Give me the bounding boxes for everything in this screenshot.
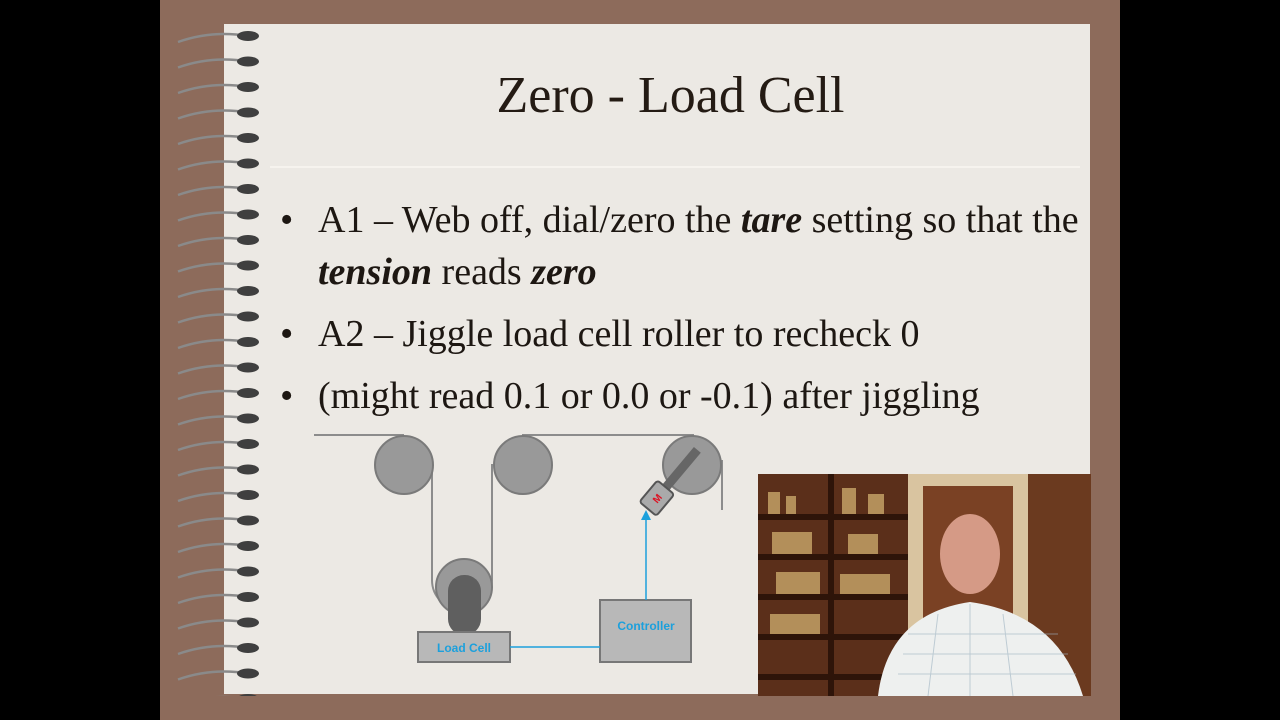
- presenter-video-icon: [758, 474, 1091, 696]
- spiral-hole: [237, 311, 259, 322]
- spiral-hole: [237, 413, 259, 424]
- spiral-hole: [237, 260, 259, 271]
- spiral-hole: [237, 362, 259, 373]
- spiral-hole: [237, 668, 259, 679]
- spiral-hole: [237, 184, 259, 194]
- presenter-video: [758, 474, 1091, 696]
- bullet-dot: •: [280, 199, 294, 241]
- emphasis-tare: tare: [740, 199, 803, 241]
- spiral-hole: [237, 107, 259, 118]
- bullet-text: (might read 0.1 or 0.0 or -0.1) after ji…: [318, 375, 980, 417]
- spiral-hole: [237, 56, 259, 67]
- spiral-binding-icon: [177, 31, 259, 696]
- slide-title: Zero - Load Cell: [496, 67, 845, 124]
- bullet-item-a1: • A1 – Web off, dial/zero the tare setti…: [280, 194, 1080, 298]
- bullet-list: • A1 – Web off, dial/zero the tare setti…: [280, 194, 1080, 422]
- spiral-hole: [237, 31, 259, 41]
- arrow-head-icon: [641, 510, 651, 520]
- spiral-hole: [237, 464, 259, 475]
- spiral-hole: [237, 566, 259, 577]
- title-divider: [270, 166, 1080, 168]
- bullet-item-a2: • A2 – Jiggle load cell roller to rechec…: [280, 308, 1080, 360]
- bullet-text: A1 – Web off, dial/zero the: [318, 199, 741, 241]
- spiral-hole: [237, 158, 259, 169]
- controller-label: Controller: [617, 619, 675, 633]
- load-cell-post: [448, 575, 481, 635]
- bullet-item-note: • (might read 0.1 or 0.0 or -0.1) after …: [280, 370, 1080, 422]
- bullet-text: setting so that the: [802, 199, 1079, 241]
- spiral-hole: [237, 541, 259, 551]
- spiral-hole: [237, 286, 259, 296]
- spiral-hole: [237, 617, 259, 628]
- spiral-hole: [237, 133, 259, 143]
- bullet-dot: •: [280, 375, 294, 417]
- spiral-hole: [237, 643, 259, 653]
- spiral-hole: [237, 515, 259, 526]
- roller-1: [374, 435, 434, 495]
- spiral-hole: [239, 694, 257, 696]
- emphasis-tension: tension: [318, 251, 433, 293]
- bullet-dot: •: [280, 313, 294, 355]
- roller-2: [493, 435, 553, 495]
- spiral-hole: [237, 388, 259, 398]
- spiral-hole: [237, 592, 259, 602]
- bullet-text: reads: [432, 251, 532, 293]
- spiral-hole: [237, 490, 259, 500]
- spiral-hole: [237, 235, 259, 245]
- bullet-text: A2 – Jiggle load cell roller to recheck …: [318, 313, 920, 355]
- spiral-hole: [237, 337, 259, 347]
- spiral-hole: [237, 82, 259, 92]
- emphasis-zero: zero: [531, 251, 597, 293]
- spiral-hole: [237, 439, 259, 449]
- load-cell-label: Load Cell: [437, 641, 491, 655]
- spiral-hole: [237, 209, 259, 220]
- load-cell-box: [417, 631, 511, 663]
- web-path-diagram: Load Cell Controller M: [314, 434, 723, 663]
- motor-icon: M: [639, 446, 701, 516]
